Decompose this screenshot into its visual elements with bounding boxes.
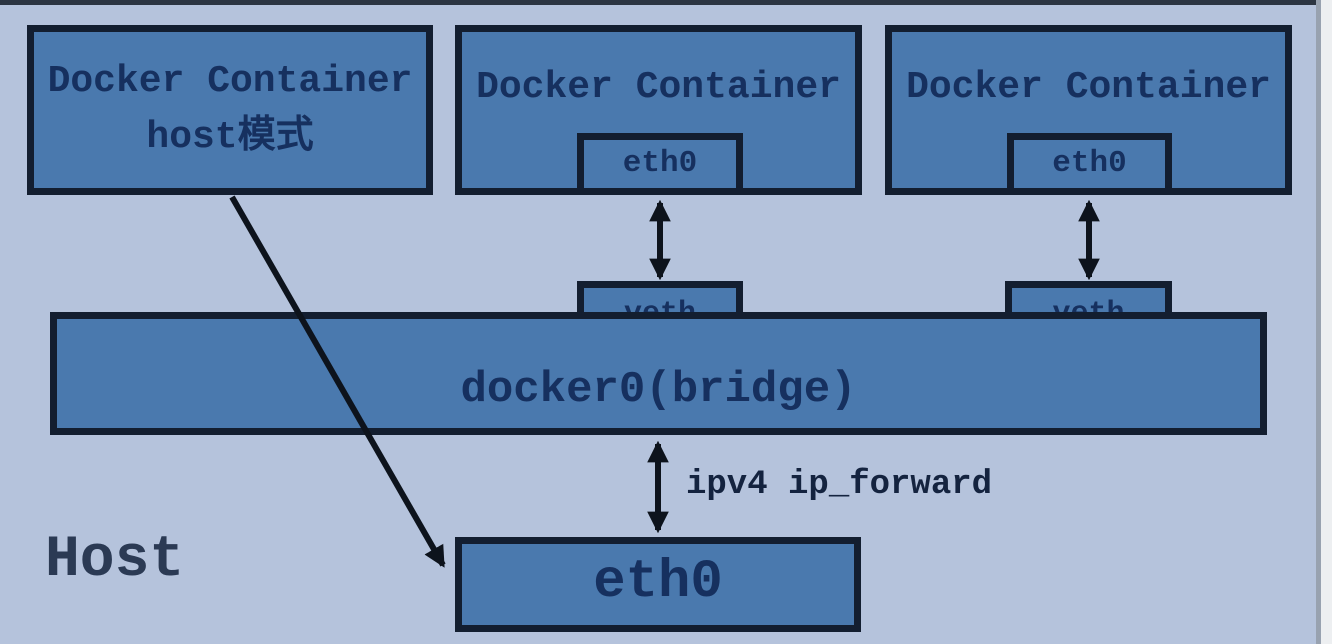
top-border-line [0, 0, 1332, 5]
node-docker0-bridge: docker0(bridge) [50, 312, 1267, 435]
node-label-line2: host模式 [146, 116, 314, 159]
node-label: Docker Container [906, 66, 1271, 109]
frame-edge-line [1316, 0, 1321, 644]
node-label-line1: Docker Container [47, 60, 413, 103]
node-eth0-container-b: eth0 [1007, 133, 1172, 195]
host-label: Host [45, 528, 185, 593]
frame-edge-strip [1321, 0, 1332, 644]
node-host-eth0: eth0 [455, 537, 861, 632]
node-label: Docker Container [476, 66, 841, 109]
ip-forward-label: ipv4 ip_forward [686, 466, 993, 504]
node-docker-container-host-mode: Docker Container host模式 [27, 25, 433, 195]
node-eth0-container-a: eth0 [577, 133, 743, 195]
